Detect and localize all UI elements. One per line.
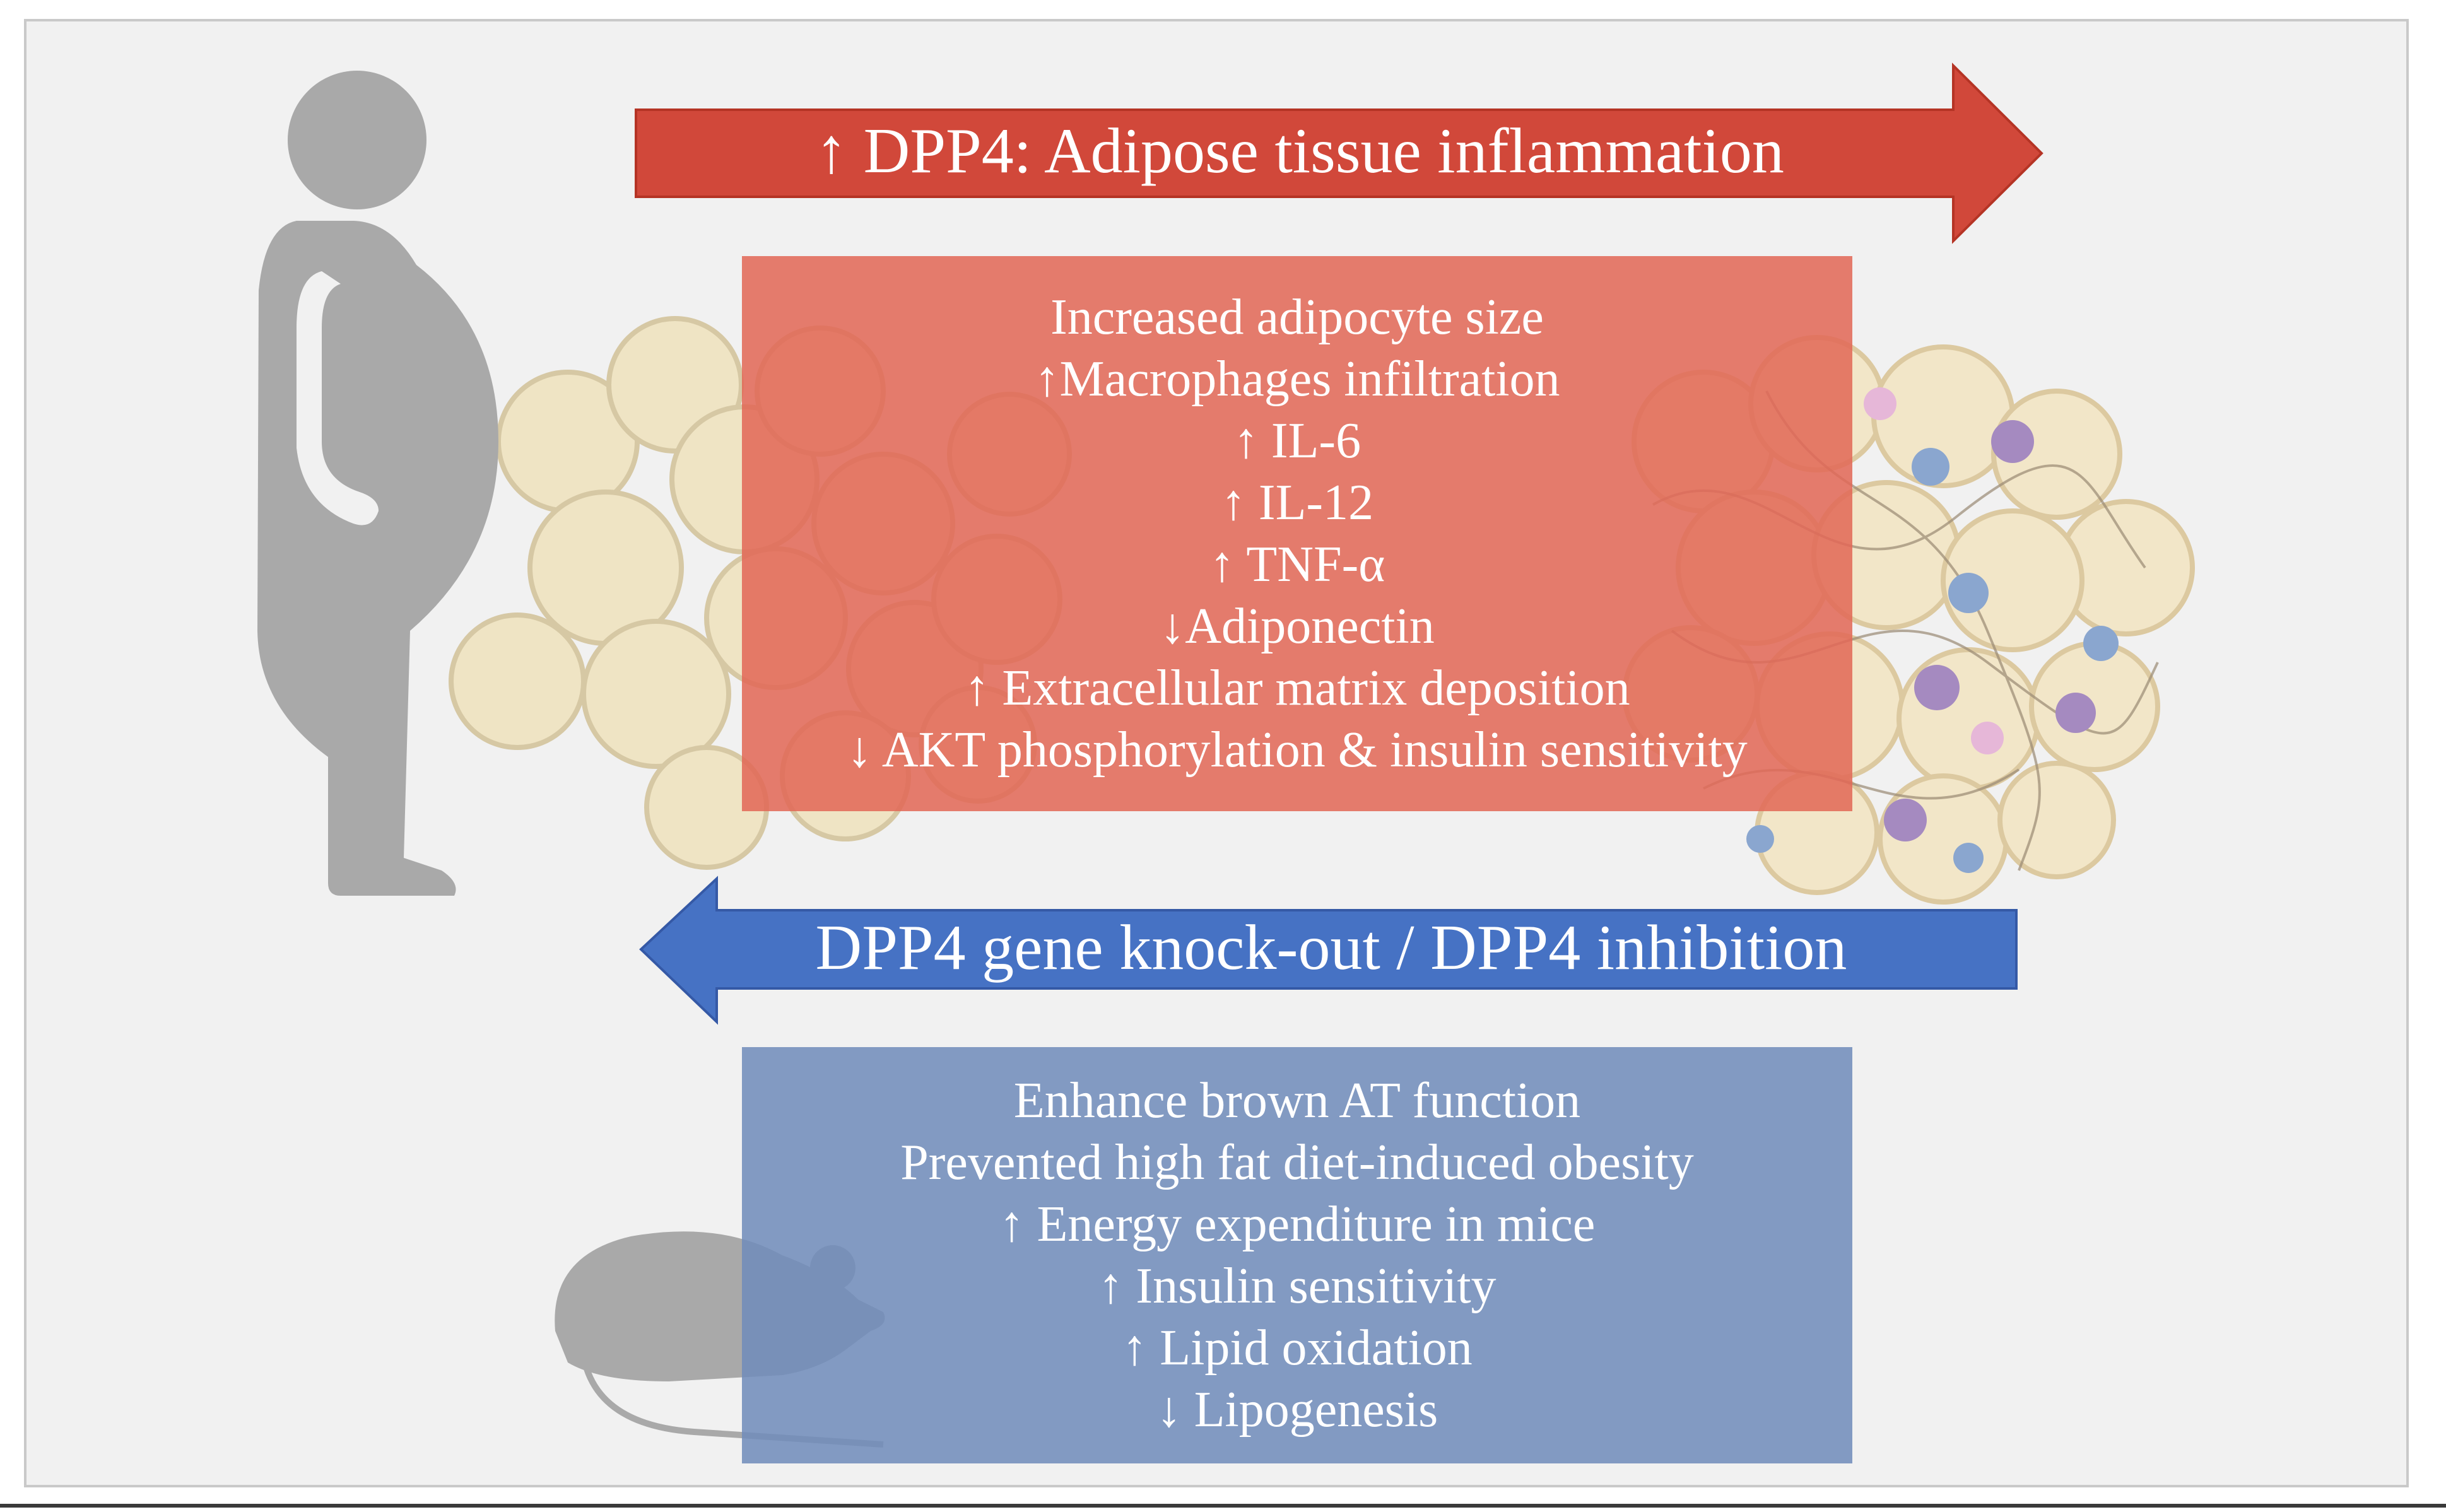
blue-arrow-label: DPP4 gene knock-out / DPP4 inhibition <box>815 912 1847 983</box>
inflammation-effects-box: Increased adipocyte size ↑Macrophages in… <box>742 256 1852 811</box>
effect-line: ↑ Extracellular matrix deposition <box>964 660 1630 716</box>
pregnant-person-silhouette-icon <box>257 71 498 896</box>
effect-line: ↑Macrophages infiltration <box>1034 351 1560 407</box>
bottom-rule <box>0 1504 2446 1508</box>
effect-line: ↓Adiponectin <box>1160 599 1435 654</box>
effect-line: Prevented high fat diet-induced obesity <box>900 1135 1694 1190</box>
effect-line: ↑ TNF-α <box>1209 537 1385 592</box>
effect-line: ↓ AKT phosphorylation & insulin sensitiv… <box>847 722 1748 778</box>
effect-line: ↑ Energy expenditure in mice <box>999 1197 1596 1252</box>
effect-line: ↑ IL-6 <box>1233 413 1361 469</box>
effect-line: Enhance brown AT function <box>1013 1073 1581 1128</box>
effect-line: ↑ Lipid oxidation <box>1122 1320 1473 1376</box>
effect-line: ↑ IL-12 <box>1220 475 1374 530</box>
effect-line: ↓ Lipogenesis <box>1156 1382 1438 1438</box>
effect-line: ↑ Insulin sensitivity <box>1098 1258 1496 1314</box>
blue-arrow-left <box>639 876 2018 1025</box>
red-arrow-label: ↑ DPP4: Adipose tissue inflammation <box>815 115 1784 187</box>
red-arrow-right <box>635 62 2043 244</box>
effect-line: Increased adipocyte size <box>1050 290 1544 345</box>
inhibition-effects-box: Enhance brown AT function Prevented high… <box>742 1047 1852 1463</box>
